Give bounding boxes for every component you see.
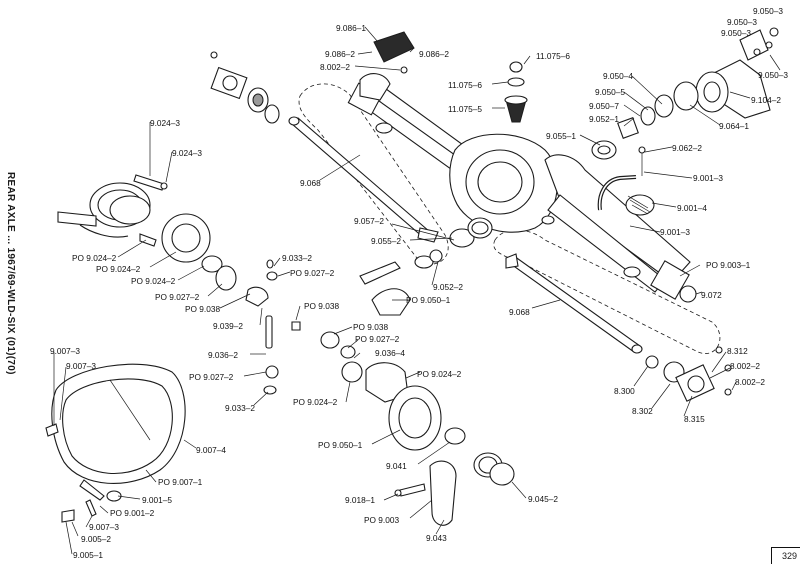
callout-9.018-1: 9.018–1 xyxy=(345,495,375,505)
callout-8.002-2b: 8.002–2 xyxy=(730,361,760,371)
callout-po-9.027-2d: PO 9.027–2 xyxy=(189,372,234,382)
callout-9.007-3a: 9.007–3 xyxy=(50,346,80,356)
callout-9.043: 9.043 xyxy=(426,533,447,543)
callout-9.055-2: 9.055–2 xyxy=(371,236,401,246)
vertical-title: REAR AXLE ... 1967/69-WLD-SIX (01)(70) xyxy=(5,172,16,375)
callout-9.001-3a: 9.001–3 xyxy=(693,173,723,183)
callout-11.075-6b: 11.075–6 xyxy=(448,80,482,90)
right-axle-shaft xyxy=(505,253,643,354)
callout-po-9.050-1b: PO 9.050–1 xyxy=(318,440,363,450)
callout-9.050-5: 9.050–5 xyxy=(595,87,625,97)
callout-9.001-3b: 9.001–3 xyxy=(660,227,690,237)
callout-9.050-3b: 9.050–3 xyxy=(727,17,757,27)
callout-9.001-5: 9.001–5 xyxy=(142,495,172,505)
callout-9.050-4: 9.050–4 xyxy=(603,71,633,81)
callout-9.041: 9.041 xyxy=(386,461,407,471)
differential-carrier-left xyxy=(57,174,301,395)
callout-8.002-2c: 8.002–2 xyxy=(735,377,765,387)
page-number: 329 xyxy=(771,547,800,564)
callout-9.064-1: 9.064–1 xyxy=(719,121,749,131)
callout-9.005-2: 9.005–2 xyxy=(81,534,111,544)
callout-9.062-2: 9.062–2 xyxy=(672,143,702,153)
callout-8.002-2a: 8.002–2 xyxy=(320,62,350,72)
callout-9.055-1: 9.055–1 xyxy=(546,131,576,141)
callout-9.039-2: 9.039–2 xyxy=(213,321,243,331)
callout-8.312: 8.312 xyxy=(727,346,748,356)
callout-po-9.038a: PO 9.038 xyxy=(185,304,221,314)
callout-9.050-3d: 9.050–3 xyxy=(758,70,788,80)
bump-stop-group xyxy=(359,31,528,123)
callout-9.033-2a: 9.033–2 xyxy=(282,253,312,263)
callout-9.068b: 9.068 xyxy=(509,307,530,317)
callout-8.302: 8.302 xyxy=(632,406,653,416)
callout-8.300: 8.300 xyxy=(614,386,635,396)
vent-hose xyxy=(597,146,655,216)
callout-po-9.024-2a: PO 9.024–2 xyxy=(72,253,117,263)
callout-po-9.027-2c: PO 9.027–2 xyxy=(355,334,400,344)
callout-9.036-2: 9.036–2 xyxy=(208,350,238,360)
callout-11.075-5: 11.075–5 xyxy=(448,104,482,114)
callout-po-9.027-2a: PO 9.027–2 xyxy=(155,292,200,302)
callout-9.104-2: 9.104–2 xyxy=(751,95,781,105)
callout-8.315: 8.315 xyxy=(684,414,705,424)
callout-po-9.001-2: PO 9.001–2 xyxy=(110,508,155,518)
callout-po-9.050-1a: PO 9.050–1 xyxy=(406,295,451,305)
left-bearing-group xyxy=(210,51,493,269)
callout-po-9.007-1: PO 9.007–1 xyxy=(158,477,203,487)
callout-9.086-2a: 9.086–2 xyxy=(325,49,355,59)
left-shaft-phantom xyxy=(298,83,449,265)
callout-9.052-2: 9.052–2 xyxy=(433,282,463,292)
left-axle-shaft xyxy=(288,116,439,243)
leader-lines xyxy=(53,26,751,555)
callout-9.005-1: 9.005–1 xyxy=(73,550,103,560)
callout-9.086-2b: 9.086–2 xyxy=(419,49,449,59)
callout-po-9.024-2c: PO 9.024–2 xyxy=(131,276,176,286)
callout-9.057-2: 9.057–2 xyxy=(354,216,384,226)
callout-11.075-6a: 11.075–6 xyxy=(536,51,570,61)
callout-9.007-3c: 9.007–3 xyxy=(89,522,119,532)
callout-po-9.003: PO 9.003 xyxy=(364,515,400,525)
callout-po-9.038b: PO 9.038 xyxy=(304,301,340,311)
callout-po-9.003-1: PO 9.003–1 xyxy=(706,260,751,270)
callout-po-9.024-2b: PO 9.024–2 xyxy=(96,264,141,274)
callout-po-9.027-2b: PO 9.027–2 xyxy=(290,268,335,278)
right-wheel-group xyxy=(645,285,732,402)
callout-9.001-4: 9.001–4 xyxy=(677,203,707,213)
callout-9.024-3a: 9.024–3 xyxy=(150,118,180,128)
callout-9.068a: 9.068 xyxy=(300,178,321,188)
callout-9.052-1: 9.052–1 xyxy=(589,114,619,124)
pinion-ring-gear-group xyxy=(320,261,515,526)
callout-9.036-4: 9.036–4 xyxy=(375,348,405,358)
differential-cover xyxy=(45,363,186,523)
callout-9.007-4: 9.007–4 xyxy=(196,445,226,455)
axle-housing xyxy=(347,82,691,300)
callout-9.007-3b: 9.007–3 xyxy=(66,361,96,371)
callout-9.050-3c: 9.050–3 xyxy=(721,28,751,38)
callout-9.086-1: 9.086–1 xyxy=(336,23,366,33)
callout-9.050-7: 9.050–7 xyxy=(589,101,619,111)
callout-9.072: 9.072 xyxy=(701,290,722,300)
callout-po-9.038c: PO 9.038 xyxy=(353,322,389,332)
pinion-yoke-group xyxy=(591,27,781,160)
callout-po-9.024-2d: PO 9.024–2 xyxy=(417,369,462,379)
callout-9.050-3a: 9.050–3 xyxy=(753,6,783,16)
callout-9.045-2: 9.045–2 xyxy=(528,494,558,504)
callout-po-9.024-2e: PO 9.024–2 xyxy=(293,397,338,407)
callout-9.033-2b: 9.033–2 xyxy=(225,403,255,413)
callout-9.024-3b: 9.024–3 xyxy=(172,148,202,158)
